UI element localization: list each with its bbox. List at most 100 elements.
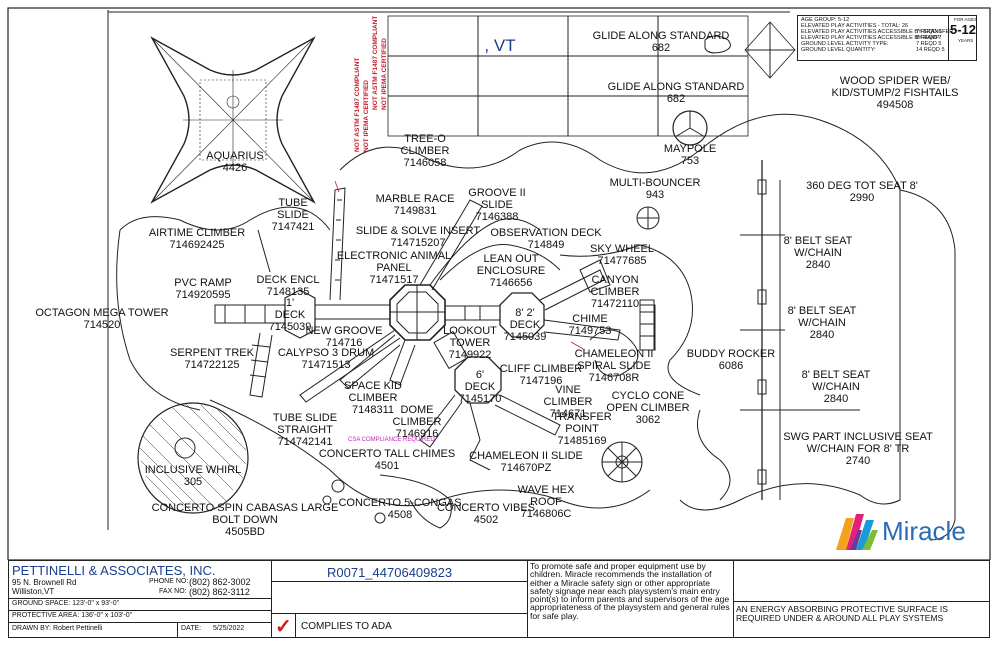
- equipment-label-line: 4508: [387, 509, 413, 521]
- equipment-label-line: 7146656: [489, 277, 533, 289]
- equipment-label-line: SLIDE & SOLVE INSERT: [355, 225, 481, 237]
- equipment-label-line: PVC RAMP: [174, 277, 232, 289]
- safety-note: To promote safe and proper equipment use…: [530, 561, 730, 621]
- divider: [295, 613, 296, 638]
- equipment-label-line: W/CHAIN FOR 8' TR: [806, 443, 910, 455]
- age-count: 7 REQD 5: [916, 41, 942, 47]
- equipment-label-line: 7149831: [393, 205, 437, 217]
- site-plan-drawing: , VT: [7, 7, 991, 560]
- equipment-label-line: ENCLOSURE: [476, 265, 546, 277]
- ground-space: GROUND SPACE: 123'-0" x 93'-0": [12, 600, 120, 607]
- equipment-label-line: 360 DEG TOT SEAT 8': [806, 180, 918, 192]
- equipment-label-line: 714520: [83, 319, 121, 331]
- equipment-label-line: ELECTRONIC ANIMAL: [336, 250, 452, 262]
- equipment-label-line: DECK: [274, 309, 306, 321]
- phone-label: PHONE NO:: [149, 578, 189, 585]
- age-count: 7 REQD 6: [916, 29, 942, 35]
- fax-value: (802) 862-3112: [189, 587, 250, 597]
- equipment-label-line: 8' 2': [515, 307, 535, 319]
- equipment-label-line: PANEL: [376, 262, 412, 274]
- equipment-label-line: SWG PART INCLUSIVE SEAT: [783, 431, 933, 443]
- equipment-label-line: 3062: [635, 414, 661, 426]
- equipment-label-line: W/CHAIN: [798, 317, 846, 329]
- csa-note: CSA COMPLIANCE REQUIRED: [348, 437, 435, 443]
- divider: [271, 561, 272, 638]
- equipment-label-line: 714849: [527, 239, 565, 251]
- equipment-label-line: TREE-O: [404, 133, 446, 145]
- equipment-label-line: 7146708R: [588, 372, 640, 384]
- equipment-label-line: BUDDY ROCKER: [686, 348, 776, 360]
- equipment-label-line: 7146806C: [520, 508, 572, 520]
- equipment-label-line: 8' BELT SEAT: [787, 305, 857, 317]
- age-line: GROUND LEVEL ACTIVITY TYPE:: [801, 41, 889, 47]
- equipment-label-line: CONCERTO TALL CHIMES: [318, 448, 456, 460]
- surface-note: AN ENERGY ABSORBING PROTECTIVE SURFACE I…: [736, 604, 948, 623]
- equipment-label-line: 7145170: [458, 393, 502, 405]
- divider: [733, 561, 734, 638]
- equipment-label-line: CONCERTO SPIN CABASAS LARGE: [151, 502, 339, 514]
- equipment-label-line: 753: [680, 155, 700, 167]
- age-badge: 5-12: [950, 22, 977, 37]
- divider: [271, 581, 527, 582]
- equipment-label-line: DECK: [509, 319, 541, 331]
- company-name: PETTINELLI & ASSOCIATES, INC.: [12, 563, 216, 578]
- age-line: ELEVATED PLAY ACTIVITIES ACCESSIBLE BY R…: [801, 35, 941, 41]
- equipment-label-line: OCTAGON MEGA TOWER: [35, 307, 169, 319]
- cert-stamp-4: NOT IPEMA CERTIFIED: [381, 38, 388, 110]
- age-line: ELEVATED PLAY ACTIVITIES - TOTAL: 26: [801, 23, 909, 29]
- equipment-label-line: INCLUSIVE WHIRL: [144, 464, 242, 476]
- equipment-label-line: 71471517: [369, 274, 419, 286]
- equipment-label-line: CLIFF CLIMBER: [499, 363, 583, 375]
- equipment-label-line: KID/STUMP/2 FISHTAILS: [831, 87, 959, 99]
- address-line-2: Williston,VT: [12, 587, 55, 596]
- address-line-1: 95 N. Brownell Rd: [12, 578, 77, 587]
- equipment-label-line: 682: [651, 42, 671, 54]
- equipment-label-line: 7149922: [448, 349, 492, 361]
- equipment-label-line: 2740: [845, 455, 871, 467]
- equipment-label-line: CHAMELEON II: [574, 348, 654, 360]
- age-count: 14 REQD 5: [916, 47, 945, 53]
- equipment-label-line: 714715207: [390, 237, 446, 249]
- equipment-label-line: W/CHAIN: [794, 247, 842, 259]
- equipment-label-line: SLIDE: [277, 209, 309, 221]
- divider: [527, 561, 528, 638]
- equipment-label-line: MAYPOLE: [663, 143, 717, 155]
- miracle-logo-text: Miracle: [882, 516, 966, 546]
- equipment-label-line: SLIDE: [481, 199, 513, 211]
- divider: [177, 622, 178, 638]
- equipment-label-line: 4502: [473, 514, 499, 526]
- age-count: 8 REQD 7: [916, 35, 942, 41]
- equipment-label-line: 714692425: [169, 239, 225, 251]
- age-badge-unit: YEARS: [958, 38, 974, 43]
- equipment-label-line: AQUARIUS: [206, 150, 264, 162]
- equipment-label-line: CLIMBER: [392, 416, 442, 428]
- equipment-label-line: TRANSFER: [552, 411, 612, 423]
- miracle-logo: Miracle: [832, 510, 982, 554]
